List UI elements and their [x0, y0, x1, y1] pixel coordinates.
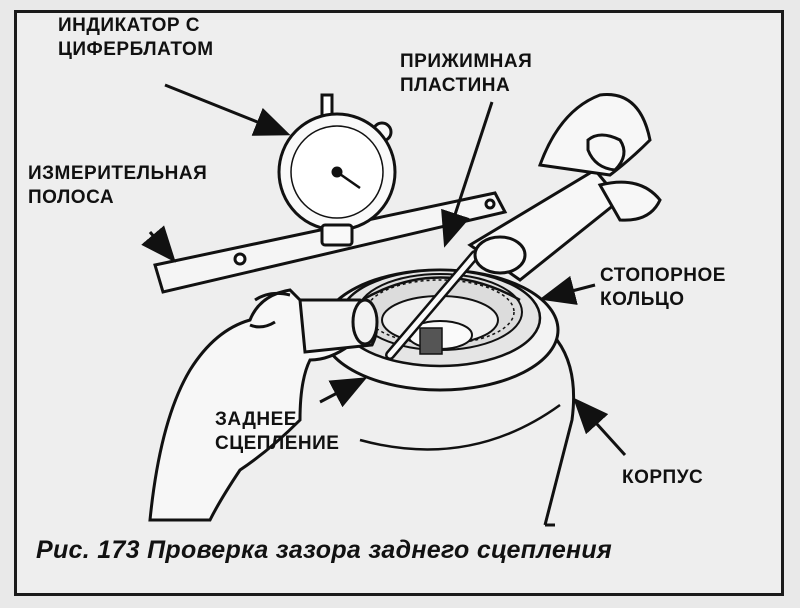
- label-housing: КОРПУС: [622, 467, 704, 488]
- right-hand: [467, 93, 662, 282]
- label-rear-clutch: ЗАДНЕЕ СЦЕПЛЕНИЕ: [215, 409, 340, 454]
- label-measuring-bar: ИЗМЕРИТЕЛЬНАЯ ПОЛОСА: [28, 163, 208, 208]
- leader-lines: [141, 83, 627, 457]
- label-snap-ring: СТОПОРНОЕ КОЛЬЦО: [600, 265, 726, 310]
- label-pressure-plate: ПРИЖИМНАЯ ПЛАСТИНА: [400, 51, 533, 96]
- dial-indicator-shape: [277, 93, 397, 247]
- figure-caption: Рис. 173 Проверка зазора заднего сцеплен…: [36, 536, 613, 564]
- label-dial-indicator: ИНДИКАТОР С ЦИФЕРБЛАТОМ: [58, 15, 214, 60]
- left-tool: [298, 298, 379, 354]
- snap-ring-shape: [361, 276, 521, 302]
